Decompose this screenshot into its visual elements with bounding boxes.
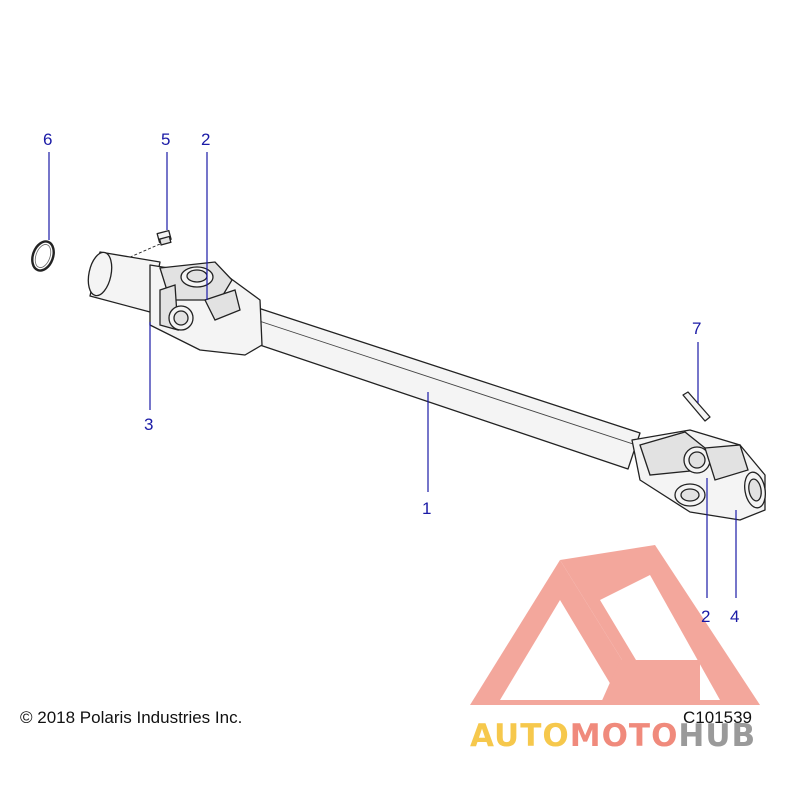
watermark-part-moto: MOTO: [569, 718, 679, 754]
watermark-part-hub: HUB: [678, 718, 757, 754]
copyright-text: © 2018 Polaris Industries Inc.: [20, 708, 243, 727]
watermark-part-auto: AUTO: [470, 718, 570, 754]
callout-7: 7: [692, 319, 701, 338]
roll-pin-part: [682, 391, 711, 422]
callout-1: 1: [422, 499, 431, 518]
grease-fitting-part: [127, 229, 172, 259]
drive-shaft-tube: [239, 305, 641, 470]
right-yoke-assembly: [631, 429, 766, 521]
callout-4: 4: [730, 607, 739, 626]
leader-lines: [48, 152, 737, 598]
figure-id: C101539: [683, 708, 753, 727]
callout-5: 5: [161, 130, 170, 149]
watermark-logo-icon: [470, 545, 760, 705]
o-ring-part: [31, 240, 55, 272]
watermark-text: AUTOMOTOHUB: [470, 718, 756, 754]
callout-2-right: 2: [701, 607, 710, 626]
callout-2-left: 2: [201, 130, 210, 149]
callout-3: 3: [144, 415, 153, 434]
callout-6: 6: [43, 130, 52, 149]
left-yoke-assembly: [87, 251, 263, 356]
